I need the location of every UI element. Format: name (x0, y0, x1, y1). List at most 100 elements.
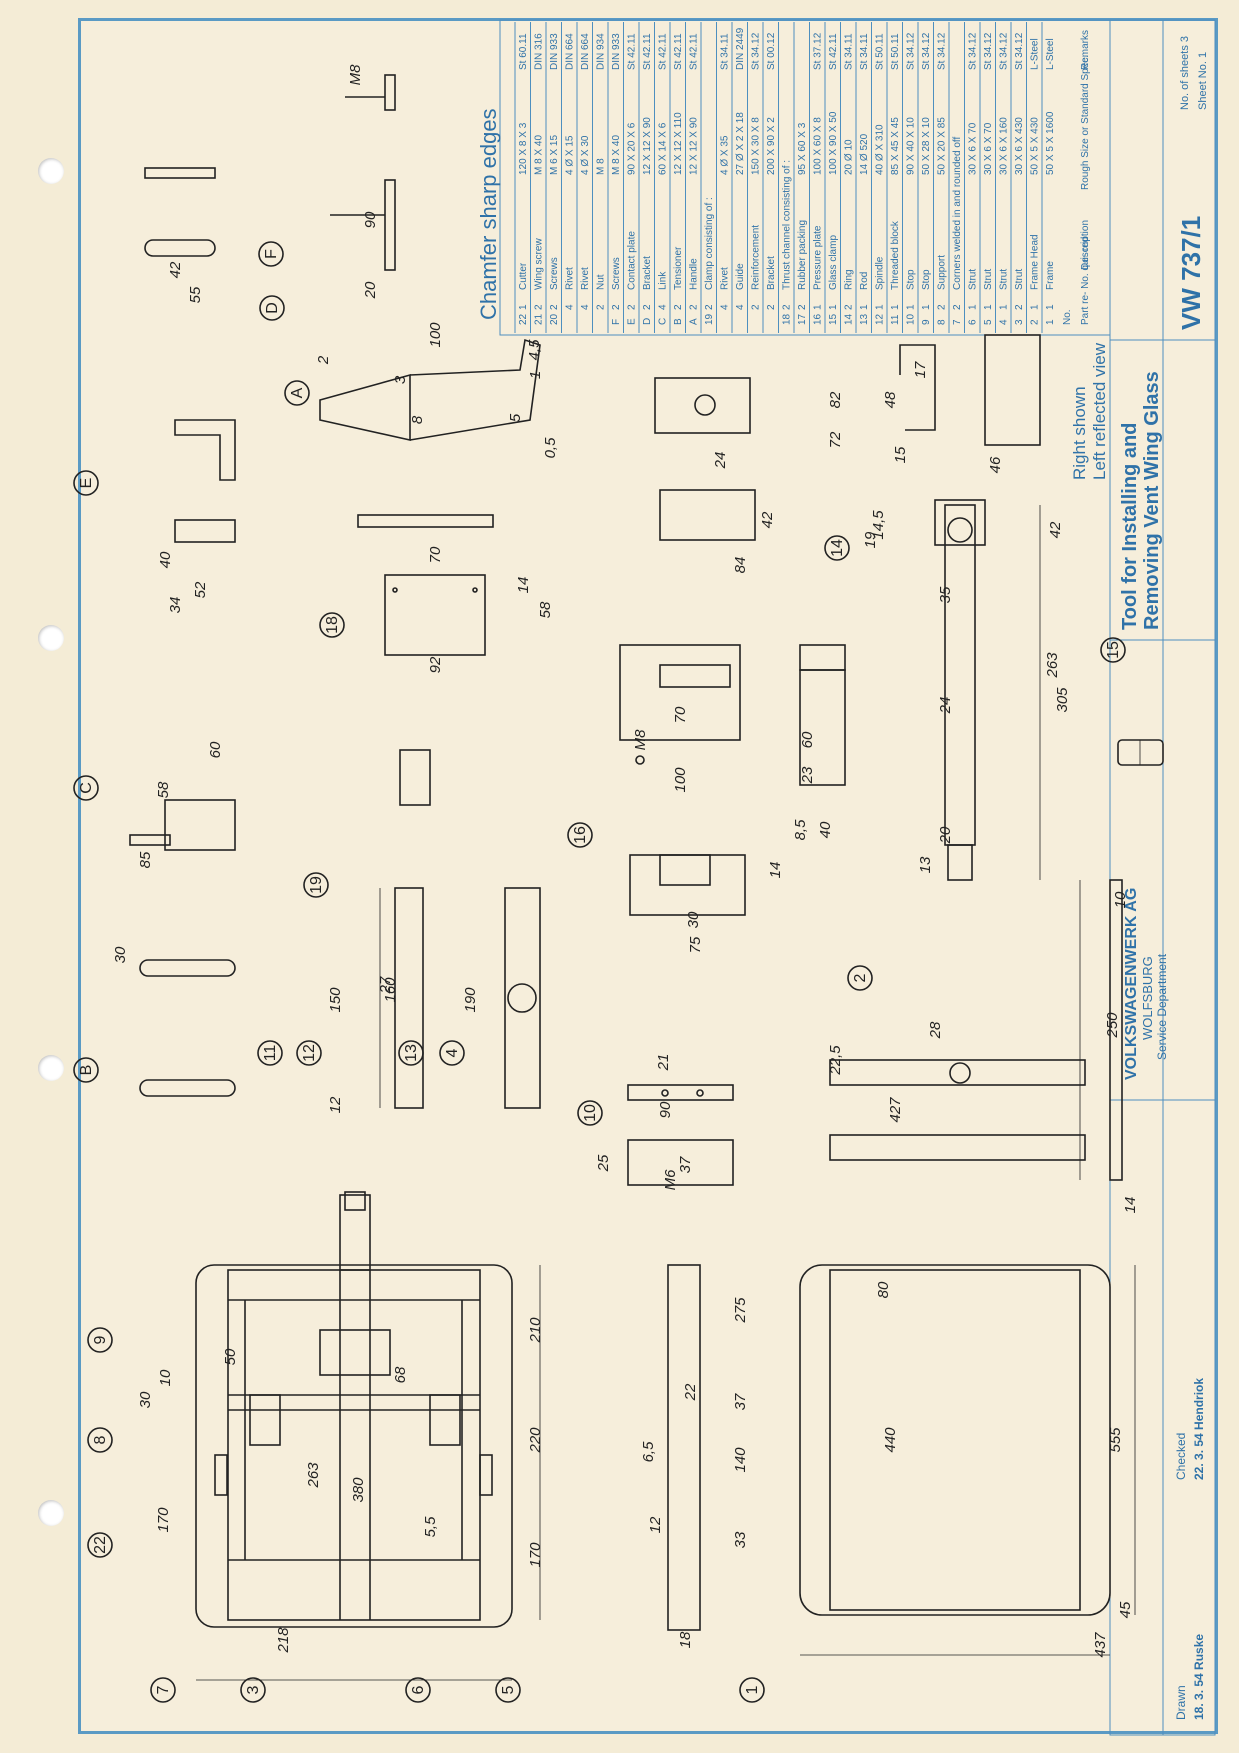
binder-hole (38, 158, 64, 184)
part-callout-circle (73, 470, 99, 496)
parts-row-qty: 2 (642, 304, 653, 310)
parts-row-size: 40 Ø X 310 (875, 124, 886, 175)
parts-row-spec: St 37.12 (813, 32, 824, 70)
parts-row-spec: DIN 316 (534, 33, 545, 70)
part-d-bracket (174, 419, 236, 543)
parts-row-no: D (642, 318, 653, 325)
company-city: WOLFSBURG (1140, 956, 1155, 1040)
part-callout-label: C (78, 782, 95, 794)
parts-row-spec: St 42.11 (642, 33, 653, 70)
parts-row-no: 2 (1030, 319, 1041, 325)
dimension-value: 18 (677, 1631, 694, 1648)
checked-label: Checked (1174, 1433, 1188, 1480)
parts-row-no: 6 (968, 319, 979, 325)
dimension-value: 22 (682, 1383, 699, 1401)
parts-row-no: 14 (844, 313, 855, 325)
dimension-value: 42 (1047, 521, 1064, 538)
sheet-number: Sheet No. 1 (1197, 52, 1209, 110)
dimension-value: 90 (362, 211, 379, 228)
parts-row-size: 12 X 12 X 90 (642, 117, 653, 175)
drawn-value: 18. 3. 54 Ruske (1192, 1634, 1206, 1720)
parts-row-size: 20 Ø 10 (844, 139, 855, 175)
parts-row-qty: 2 (596, 304, 607, 310)
parts-row-qty: 2 (952, 304, 963, 310)
part-callout-circle (296, 1040, 322, 1066)
col-size-header: Rough Size or Standard Spec. (1080, 55, 1091, 190)
parts-row-qty: 4 (658, 304, 669, 310)
drawn-label: Drawn (1174, 1685, 1188, 1720)
part-callout-circle (257, 1040, 283, 1066)
parts-row-no: 7 (952, 319, 963, 325)
parts-row-size: 85 X 45 X 45 (890, 117, 901, 175)
parts-row-size: 100 X 60 X 8 (813, 117, 824, 175)
parts-row-no: B (673, 318, 684, 325)
parts-row-no: 5 (983, 319, 994, 325)
parts-row-no: 13 (859, 313, 870, 325)
dimension-value: 37 (677, 1156, 694, 1173)
parts-row-size: 14 Ø 520 (859, 133, 870, 175)
dimension-value: 80 (875, 1281, 892, 1298)
dimension-value: 10 (1112, 891, 1129, 908)
parts-row-no: E (627, 318, 638, 325)
part-callout-circle (258, 241, 284, 267)
dimension-value: 0,5 (542, 437, 559, 459)
view-note-left: Left reflected view (1090, 342, 1109, 480)
parts-row-qty: 1 (518, 304, 529, 310)
parts-row-desc: Glass clamp (828, 235, 839, 290)
dimension-value: 160 (382, 977, 399, 1003)
dimension-value: 100 (427, 322, 444, 348)
part-callout-circle (824, 535, 850, 561)
part-callout-circle (1100, 637, 1126, 663)
parts-row-desc: Screws (549, 257, 560, 290)
parts-row-desc: Corners welded in and rounded off (952, 137, 963, 290)
part-callout-label: 10 (582, 1104, 599, 1122)
binder-hole (38, 625, 64, 651)
parts-row-qty: 2 (689, 304, 700, 310)
part-callout-label: 4 (444, 1048, 461, 1057)
parts-row-qty: 2 (1014, 304, 1025, 310)
part-callout-circle (303, 872, 329, 898)
part-callout-circle (259, 295, 285, 321)
parts-row-desc: Strut (999, 269, 1010, 290)
part-callout-label: 1 (744, 1685, 761, 1694)
part-callout-circle (847, 965, 873, 991)
part-callout-circle (150, 1677, 176, 1703)
parts-row-desc: Handle (689, 258, 700, 290)
parts-row-spec: St 34.12 (983, 32, 994, 70)
part-callout-label: 12 (301, 1044, 318, 1062)
parts-row-qty: 2 (782, 304, 793, 310)
parts-row-no: 20 (549, 313, 560, 325)
chamfer-note: Chamfer sharp edges (476, 108, 501, 320)
dimension-value: 70 (672, 706, 689, 723)
part-callout-label: A (289, 387, 306, 398)
parts-row-spec: St 34.12 (968, 32, 979, 70)
parts-row-qty: 1 (859, 304, 870, 310)
part-callout-label: 11 (262, 1045, 279, 1062)
checked-value: 22. 3. 54 Hendriok (1192, 1378, 1206, 1480)
part-a-handle (139, 959, 236, 1097)
parts-row-no: 3 (1014, 319, 1025, 325)
title-block: Tool for Installing and Removing Vent Wi… (1109, 19, 1216, 1736)
part-1-side-view (667, 1264, 701, 1631)
dimension-value: 90 (657, 1101, 674, 1118)
dimension-value: 24 (712, 452, 729, 470)
parts-row-desc: Nut (596, 274, 607, 290)
parts-row-spec: DIN 934 (596, 33, 607, 70)
parts-row-qty: 1 (921, 304, 932, 310)
dimension-value: 55 (187, 286, 204, 303)
parts-row-qty: 2 (797, 304, 808, 310)
parts-row-spec: St 34.11 (859, 33, 870, 70)
parts-row-no: 17 (797, 313, 808, 325)
parts-row-no: 9 (921, 319, 932, 325)
dimension-value: 12 (327, 1096, 344, 1113)
part-10-stop (627, 1084, 734, 1186)
company-name: VOLKSWAGENWERK AG (1123, 888, 1140, 1080)
parts-row-size: 30 X 6 X 430 (1014, 117, 1025, 175)
dimension-value: 250 (1104, 1012, 1121, 1039)
parts-row-size: M 8 (596, 158, 607, 175)
parts-row-qty: 1 (890, 304, 901, 310)
part-callout-circle (87, 1532, 113, 1558)
